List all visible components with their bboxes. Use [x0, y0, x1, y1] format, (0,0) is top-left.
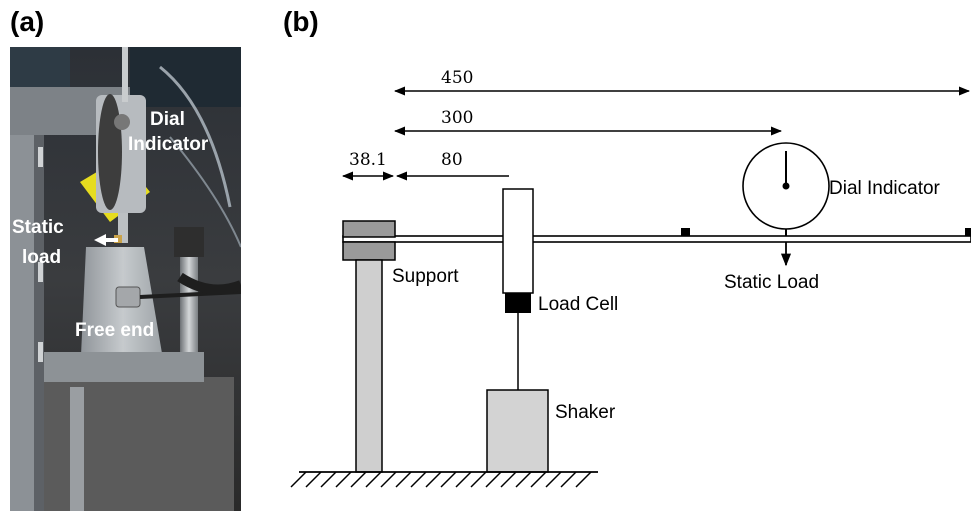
ground-hatch-line	[455, 471, 472, 488]
frame-bolt	[38, 262, 43, 282]
photo-label-static: Static	[12, 217, 64, 238]
background-equipment	[130, 47, 241, 107]
background-cabinet	[10, 47, 70, 87]
dimension-38: 38.1	[349, 150, 387, 170]
left-frame	[10, 87, 34, 511]
ground-hatch-line	[515, 471, 532, 488]
clamp-top	[342, 220, 396, 238]
background-cable	[159, 65, 232, 208]
support-column	[355, 259, 383, 473]
ground-hatch-line	[380, 471, 397, 488]
beam-marker	[681, 228, 690, 236]
support-block	[44, 352, 204, 382]
ground-hatch-line	[440, 471, 457, 488]
photo-label-indicator: Indicator	[128, 134, 209, 155]
beam	[342, 235, 971, 243]
dimension-450: 450	[441, 68, 473, 88]
left-frame-edge	[34, 107, 44, 511]
ground-hatch-line	[560, 471, 577, 488]
ground-hatch-line	[485, 471, 502, 488]
photo-label-load: load	[22, 247, 61, 268]
ground-hatch-line	[425, 471, 442, 488]
ground-hatch-line	[410, 471, 427, 488]
support-leg	[70, 387, 84, 511]
photo-label-dial: Dial	[150, 109, 185, 130]
ground-hatch-line	[545, 471, 562, 488]
ground-hatch-line	[500, 471, 517, 488]
clamp-arm	[177, 272, 241, 295]
support-label: Support	[392, 266, 459, 287]
panel-a-label: (a)	[10, 6, 45, 37]
load-cell-label: Load Cell	[538, 294, 618, 315]
dial-indicator-plunger	[118, 213, 128, 243]
clamp-bottom	[342, 241, 396, 261]
ground-hatch-line	[470, 471, 487, 488]
shaker	[486, 389, 549, 473]
ground-hatch-line	[305, 471, 322, 488]
static-load-label: Static Load	[724, 272, 819, 293]
ground-hatch-line	[395, 471, 412, 488]
beam-marker-end	[965, 228, 971, 236]
ground-hatch-line	[290, 471, 307, 488]
photo-label-free-end: Free end	[75, 320, 154, 341]
dimension-80: 80	[441, 150, 463, 170]
shaker-label: Shaker	[555, 402, 616, 423]
background-cable-2	[169, 136, 241, 248]
ground-hatch-line	[335, 471, 352, 488]
dial-indicator-stem-top	[122, 47, 128, 102]
ground-hatch-line	[575, 471, 592, 488]
frame-bolt	[38, 342, 43, 362]
ground-hatch-line	[320, 471, 337, 488]
static-load-arrow	[94, 234, 118, 246]
stinger-block	[502, 188, 534, 294]
rod-clamp	[174, 227, 204, 257]
ground-hatch-line	[350, 471, 367, 488]
dial-indicator-label: Dial Indicator	[829, 178, 941, 199]
frame-bolt	[38, 147, 43, 167]
panel-b-label: (b)	[283, 6, 319, 37]
dial-indicator-knob	[114, 114, 130, 130]
experiment-photo: Dial Indicator Static load Free end	[10, 47, 241, 511]
ground-hatch-line	[365, 471, 382, 488]
ground-hatch-line	[530, 471, 547, 488]
dial-indicator-pivot	[782, 182, 790, 190]
beam	[80, 247, 166, 377]
ground-hatching	[290, 471, 592, 488]
load-cell	[505, 293, 531, 313]
dimension-300: 300	[441, 108, 473, 128]
